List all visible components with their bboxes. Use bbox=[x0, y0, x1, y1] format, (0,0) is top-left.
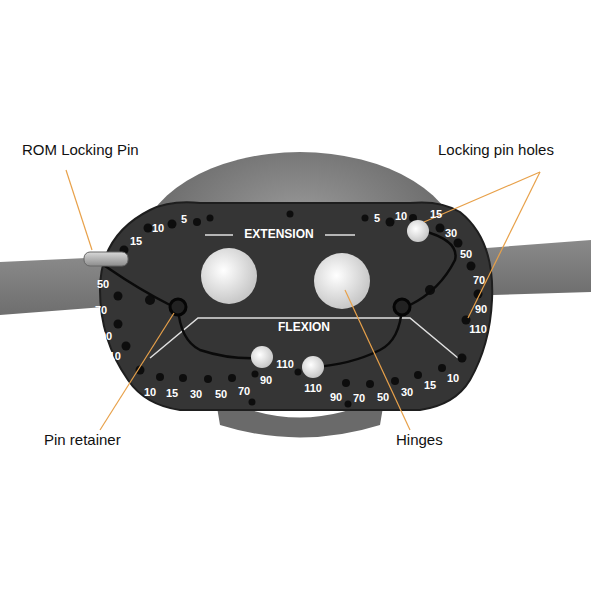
angle-number: 70 bbox=[473, 274, 485, 286]
angle-number: 10 bbox=[152, 222, 164, 234]
angle-number: 90 bbox=[100, 330, 112, 342]
angle-number: 110 bbox=[304, 382, 322, 394]
angle-number: 30 bbox=[401, 386, 413, 398]
angle-number: 15 bbox=[130, 235, 142, 247]
angle-number: 50 bbox=[377, 391, 389, 403]
angle-number: 30 bbox=[445, 227, 457, 239]
angle-number: 70 bbox=[95, 304, 107, 316]
angle-number: 70 bbox=[353, 392, 365, 404]
angle-number: 10 bbox=[144, 386, 156, 398]
angle-number: 15 bbox=[430, 208, 442, 220]
angle-number: 110 bbox=[276, 358, 294, 370]
angle-number: 90 bbox=[475, 303, 487, 315]
part-name: Hinges bbox=[396, 432, 443, 449]
angle-number: 90 bbox=[330, 391, 342, 403]
angle-number: 90 bbox=[260, 374, 272, 386]
zone-label: FLEXION bbox=[278, 321, 330, 334]
part-name: ROM Locking Pin bbox=[22, 142, 139, 159]
angle-number: 110 bbox=[103, 350, 121, 362]
angle-number: 110 bbox=[469, 323, 487, 335]
angle-number: 50 bbox=[97, 278, 109, 290]
zone-label: EXTENSION bbox=[244, 228, 313, 241]
part-name: Locking pin holes bbox=[438, 142, 554, 159]
angle-number: 50 bbox=[215, 388, 227, 400]
angle-number: 70 bbox=[238, 385, 250, 397]
part-name: Pin retainer bbox=[44, 432, 121, 449]
angle-number: 5 bbox=[181, 213, 187, 225]
angle-number: 15 bbox=[166, 387, 178, 399]
angle-number: 30 bbox=[190, 388, 202, 400]
angle-number: 50 bbox=[460, 248, 472, 260]
angle-number: 10 bbox=[447, 372, 459, 384]
angle-number: 10 bbox=[395, 210, 407, 222]
angle-number: 5 bbox=[374, 212, 380, 224]
angle-number: 15 bbox=[424, 379, 436, 391]
